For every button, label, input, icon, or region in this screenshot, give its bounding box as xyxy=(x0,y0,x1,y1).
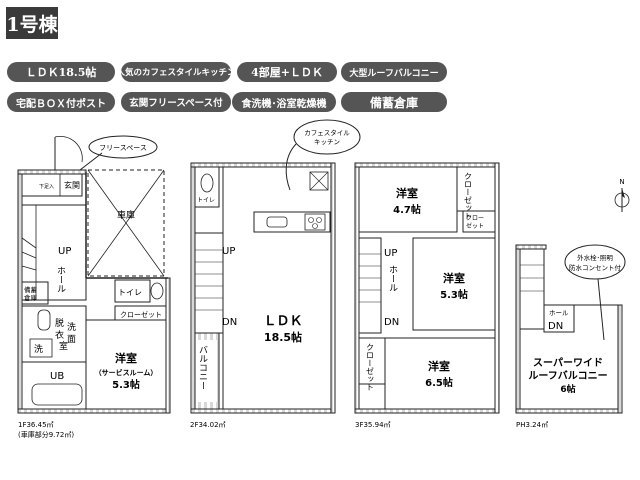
ph-balcony-size: 6帖 xyxy=(560,383,575,395)
floor-1f xyxy=(17,136,171,414)
1f-hall-label: ホール xyxy=(55,266,66,293)
1f-toilet-label: トイレ xyxy=(118,288,142,297)
2f-area: 2F34.02㎡ xyxy=(190,421,226,429)
feature-rooms: 4部屋+ＬＤＫ xyxy=(237,62,337,82)
compass-label: N xyxy=(619,178,624,186)
3f-dn-label: DN xyxy=(384,317,399,328)
ph-hall-label: ホール xyxy=(549,309,569,317)
3f-room1-size: 4.7帖 xyxy=(393,203,421,216)
feature-storage: 備蓄倉庫 xyxy=(341,92,447,112)
feature-entrance-space: 玄関フリースペース付 xyxy=(121,92,231,112)
compass-icon xyxy=(614,188,630,212)
floor-ph xyxy=(515,244,623,414)
3f-room3-name: 洋室 xyxy=(428,359,450,373)
ldk-label: ＬＤＫ xyxy=(263,314,302,329)
washroom-char-3: 衣 xyxy=(55,329,64,341)
ldk-size: 18.5帖 xyxy=(264,330,302,344)
2f-up-label: UP xyxy=(222,246,235,257)
genkan-label: 玄関 xyxy=(64,180,80,190)
ph-balcony-name-2: ルーフバルコニー xyxy=(528,370,607,382)
3f-room3-size: 6.5帖 xyxy=(425,376,453,389)
1f-room-name: 洋室 xyxy=(115,351,137,365)
floor-3f xyxy=(354,162,500,414)
outlet-callout-1: 外水栓･照明 xyxy=(577,253,613,262)
feature-dishwasher: 食洗機･浴室乾燥機 xyxy=(232,92,336,112)
outlet-callout-2: 防水コンセント付 xyxy=(569,263,622,272)
washroom-char-2: 洗 xyxy=(67,321,76,333)
feature-delivery-box: 宅配ＢＯＸ付ポスト xyxy=(7,92,115,112)
building-title: 1号棟 xyxy=(6,7,58,39)
1f-room-size: 5.3帖 xyxy=(112,378,140,391)
kitchen-callout-bubble xyxy=(293,119,361,155)
2f-balcony-label: バルコニー xyxy=(197,345,208,390)
washroom-char-4: 面 xyxy=(67,334,76,345)
3f-room2-name: 洋室 xyxy=(443,271,465,285)
feature-roof-balcony: 大型ルーフバルコニー xyxy=(341,62,447,82)
free-space-callout-bubble xyxy=(88,135,158,159)
feature-cafe-kitchen: 人気のカフェスタイルキッチン xyxy=(121,62,231,82)
shoe-box-label: 下足入 xyxy=(39,184,54,190)
floor-2f xyxy=(190,162,336,414)
1f-area-sub: (車庫部分9.72㎡) xyxy=(18,430,74,439)
3f-room1-name: 洋室 xyxy=(396,186,418,200)
1f-room-sub: （サービスルーム） xyxy=(95,368,158,377)
ph-area: PH3.24㎡ xyxy=(516,421,548,429)
3f-closet-2: クローゼット xyxy=(366,343,375,391)
kitchen-callout-1: カフェスタイル xyxy=(304,128,350,137)
1f-area: 1F36.45㎡ xyxy=(18,421,54,429)
storage-label-2: 倉庫 xyxy=(24,293,38,302)
2f-toilet-label: トイレ xyxy=(197,197,215,204)
1f-up-label: UP xyxy=(58,246,71,257)
2f-dn-label: DN xyxy=(222,317,237,328)
garage-label: 車庫 xyxy=(117,209,135,221)
ph-balcony-name-1: スーパーワイド xyxy=(533,357,603,369)
storage-label-1: 備蓄 xyxy=(24,285,38,294)
kitchen-callout-2: キッチン xyxy=(314,138,340,146)
free-space-callout: フリースペース xyxy=(99,144,147,152)
washroom-char-5: 室 xyxy=(59,340,68,352)
3f-closet-h2: ゼット xyxy=(466,222,484,230)
1f-closet-label: クローゼット xyxy=(120,310,162,319)
outlet-callout-bubble xyxy=(564,244,626,280)
3f-room2-size: 5.3帖 xyxy=(440,288,468,301)
wash-label: 洗 xyxy=(34,343,43,355)
3f-up-label: UP xyxy=(384,248,397,259)
3f-closet-vertical: クローゼット xyxy=(464,172,473,220)
feature-ldk-size: ＬＤＫ18.5帖 xyxy=(7,62,115,82)
bath-label: UB xyxy=(50,371,64,382)
3f-hall-label: ホール xyxy=(387,265,398,292)
3f-area: 3F35.94㎡ xyxy=(355,421,391,429)
3f-closet-h1: クロー xyxy=(466,215,484,222)
washroom-char-1: 脱 xyxy=(55,317,64,329)
ph-dn-label: DN xyxy=(548,321,563,332)
